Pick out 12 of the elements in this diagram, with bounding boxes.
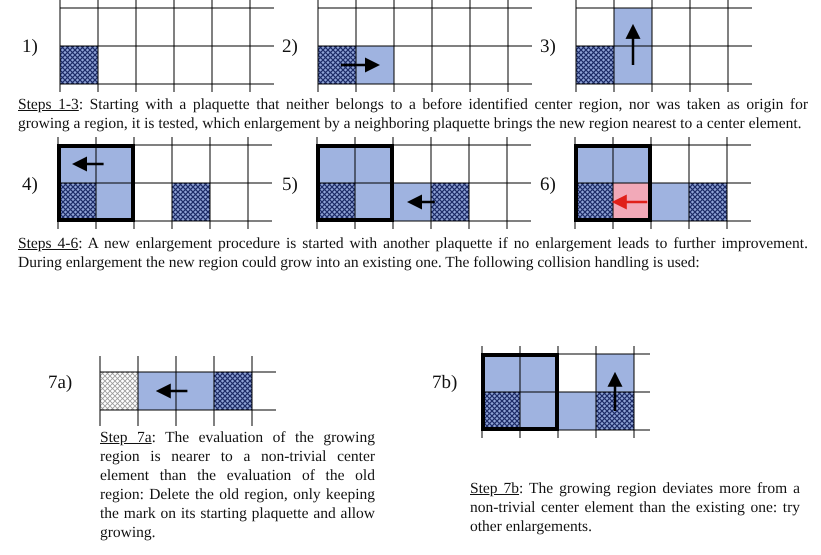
step-number: 7a) [48, 372, 74, 394]
step-number: 6) [540, 174, 557, 196]
step-number: 3) [540, 36, 557, 58]
caption: Step 7a: The evaluation of the growing region is nearer to a non-trivial center element than the evaluation of the old region: Delete the old region, only keeping the mark on its starting plaquette and allow growing. [100, 428, 375, 542]
caption: Steps 4-6: A new enlargement procedure is started with another plaquette if no enlargement leads to further improvement. During enlargement the new region could grow into an existing one. The following collision handling is used: [18, 234, 808, 272]
step-number: 2) [282, 36, 299, 58]
step-number: 5) [282, 174, 299, 196]
caption: Steps 1-3: Starting with a plaquette that neither belongs to a before identified center region, nor was taken as origin for growing a region, it is tested, which enlargement by a neighboring plaquette brings the new region nearest to a center element. [18, 95, 808, 133]
step-number: 4) [22, 174, 39, 196]
caption: Step 7b: The growing region deviates more from a non-trivial center element than the existing one: try other enlargements. [470, 479, 800, 536]
step-number: 7b) [432, 372, 458, 394]
step-number: 1) [22, 36, 39, 58]
